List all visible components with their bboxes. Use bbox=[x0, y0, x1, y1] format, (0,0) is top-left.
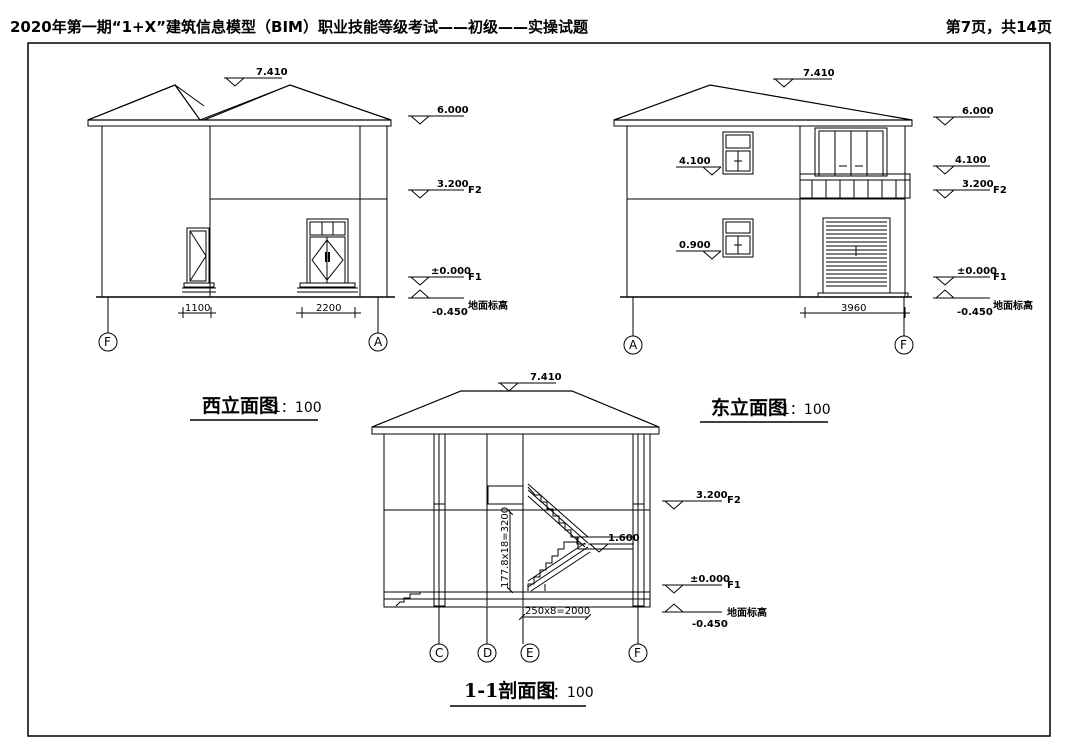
east-garage-door bbox=[817, 217, 909, 298]
east-f1: F1 bbox=[993, 272, 1007, 283]
west-roof bbox=[87, 84, 392, 121]
west-labels: 7.410 6.000 3.200 F2 ±0.000 F1 -0.450 地面… bbox=[104, 67, 508, 421]
east-f2: F2 bbox=[993, 185, 1007, 196]
section-elev-f2: 3.200 bbox=[696, 490, 728, 501]
section-elev-landing: 1.600 bbox=[608, 533, 640, 544]
section-elev-f1: ±0.000 bbox=[690, 574, 730, 585]
east-elev-ground: -0.450 bbox=[957, 307, 993, 318]
east-elev-win2-right: 4.100 bbox=[955, 155, 987, 166]
page-header: 2020年第一期“1+X”建筑信息模型（BIM）职业技能等级考试——初级——实操… bbox=[0, 0, 1080, 40]
west-elev-f2: 3.200 bbox=[437, 179, 469, 190]
west-f2: F2 bbox=[468, 185, 482, 196]
axis-bubble-c bbox=[429, 643, 449, 663]
section-axis-e: E bbox=[526, 646, 534, 660]
east-dim-garage: 3960 bbox=[841, 303, 866, 314]
east-elev-f1: ±0.000 bbox=[957, 266, 997, 277]
axis-bubble-west-left bbox=[98, 332, 118, 352]
west-wall bbox=[101, 125, 388, 298]
section-f1: F1 bbox=[727, 580, 741, 591]
sheet-frame bbox=[27, 42, 1051, 737]
east-balcony-railing bbox=[799, 173, 911, 199]
section-1-1 bbox=[371, 382, 722, 663]
east-elev-top: 7.410 bbox=[803, 68, 835, 79]
axis-bubble-d bbox=[477, 643, 497, 663]
east-window-lower bbox=[722, 218, 754, 258]
east-wall bbox=[626, 125, 906, 298]
section-elev-ground: -0.450 bbox=[692, 619, 728, 630]
west-axis-right: A bbox=[374, 335, 383, 349]
east-elevation bbox=[613, 78, 990, 355]
east-balcony-door bbox=[814, 127, 888, 177]
west-scale: 1：100 bbox=[272, 400, 322, 416]
west-elevation bbox=[87, 77, 464, 352]
east-elev-win2: 4.100 bbox=[679, 156, 711, 167]
section-stair bbox=[527, 483, 634, 592]
axis-bubble-west-right bbox=[368, 332, 388, 352]
west-elev-eave: 6.000 bbox=[437, 105, 469, 116]
section-elev-top: 7.410 bbox=[530, 372, 562, 383]
section-f2: F2 bbox=[727, 495, 741, 506]
west-elev-top: 7.410 bbox=[256, 67, 288, 78]
west-elev-ground: -0.450 bbox=[432, 307, 468, 318]
east-axis-left: A bbox=[629, 338, 638, 352]
east-title: 东立面图 bbox=[711, 396, 787, 419]
east-elev-win1: 0.900 bbox=[679, 240, 711, 251]
section-labels: 7.410 3.200 F2 1.600 ±0.000 F1 -0.450 地面… bbox=[435, 372, 767, 707]
section-dim-risers: 177.8x18=3200 bbox=[500, 507, 511, 588]
section-axis-d: D bbox=[483, 646, 492, 660]
section-ground-label: 地面标高 bbox=[727, 606, 767, 619]
west-dim-door1: 1100 bbox=[185, 303, 210, 314]
west-title: 西立面图 bbox=[202, 394, 278, 417]
east-scale: 1：100 bbox=[781, 402, 831, 418]
axis-bubble-east-left bbox=[623, 335, 643, 355]
section-title: 1-1剖面图 bbox=[464, 679, 555, 702]
west-axis-left: F bbox=[104, 335, 111, 349]
west-dim-door2: 2200 bbox=[316, 303, 341, 314]
section-dim-treads: 250x8=2000 bbox=[525, 606, 590, 617]
section-roof bbox=[371, 390, 660, 428]
axis-bubble-e bbox=[520, 643, 540, 663]
section-axis-f: F bbox=[634, 646, 641, 660]
east-window-upper bbox=[722, 131, 754, 175]
east-elev-f2: 3.200 bbox=[962, 179, 994, 190]
east-ground-label: 地面标高 bbox=[993, 299, 1033, 312]
east-roof bbox=[613, 84, 913, 121]
section-scale: 1：100 bbox=[544, 685, 594, 701]
axis-bubble-f bbox=[628, 643, 648, 663]
west-door-small bbox=[182, 227, 216, 293]
east-labels: 7.410 6.000 4.100 4.100 3.200 F2 0.900 ±… bbox=[629, 68, 1033, 423]
west-f1: F1 bbox=[468, 272, 482, 283]
west-elev-f1: ±0.000 bbox=[431, 266, 471, 277]
west-ground-label: 地面标高 bbox=[468, 299, 508, 312]
east-axis-right: F bbox=[900, 338, 907, 352]
section-axis-c: C bbox=[435, 646, 443, 660]
east-elev-eave: 6.000 bbox=[962, 106, 994, 117]
page-number: 第7页，共14页 bbox=[945, 18, 1052, 36]
west-door-double bbox=[297, 218, 358, 293]
axis-bubble-east-right bbox=[894, 335, 914, 355]
exam-title: 2020年第一期“1+X”建筑信息模型（BIM）职业技能等级考试——初级——实操… bbox=[10, 18, 588, 36]
